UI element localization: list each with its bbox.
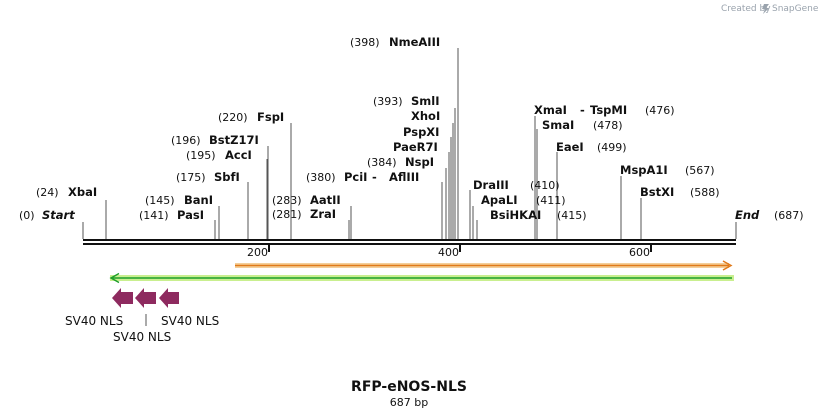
scale-ticks xyxy=(268,244,652,252)
site-pos-pasi: (141) xyxy=(139,209,169,222)
site-connector-lines xyxy=(82,48,737,239)
tick-label-600: 600 xyxy=(629,246,650,259)
sv40-nls-feature-3[interactable] xyxy=(159,288,179,308)
site-name-xbai[interactable]: XbaI xyxy=(68,185,97,199)
green-feature-arrow[interactable] xyxy=(109,272,734,284)
site-name-nmeaiii[interactable]: NmeAIII xyxy=(389,35,440,49)
site-name-nspi[interactable]: NspI xyxy=(405,155,434,169)
site-name-xhoi[interactable]: XhoI xyxy=(411,109,440,123)
nls-label-3: SV40 NLS xyxy=(161,314,219,328)
site-name-acci[interactable]: AccI xyxy=(225,148,252,162)
site-name-pcii[interactable]: PciI xyxy=(344,170,367,184)
site-name-mspa1i[interactable]: MspA1I xyxy=(620,163,668,177)
site-pos-bstz17i: (196) xyxy=(171,134,201,147)
site-name-smli[interactable]: SmlI xyxy=(411,94,440,108)
map-length: 687 bp xyxy=(390,396,428,409)
site-name-draiii[interactable]: DraIII xyxy=(473,178,509,192)
site-name-apali[interactable]: ApaLI xyxy=(481,193,518,207)
site-name-bani[interactable]: BanI xyxy=(184,193,213,207)
tick-label-400: 400 xyxy=(438,246,459,259)
site-name-aatii[interactable]: AatII xyxy=(310,193,341,207)
sv40-nls-feature-1[interactable] xyxy=(112,288,133,308)
site-pos-acci: (195) xyxy=(186,149,216,162)
site-name-pspxi[interactable]: PspXI xyxy=(403,125,439,139)
site-name-fspi[interactable]: FspI xyxy=(257,110,284,124)
site-name-afliii[interactable]: AflIII xyxy=(389,170,419,184)
orange-feature-arrow[interactable] xyxy=(235,260,733,271)
site-pos-fspi: (220) xyxy=(218,111,248,124)
site-name-dash-2: - xyxy=(580,103,585,117)
site-name-bsihkai[interactable]: BsiHKAI xyxy=(490,208,541,222)
dna-backbone xyxy=(83,239,736,245)
site-pos-bsihkai: (415) xyxy=(557,209,587,222)
site-pos-bani: (145) xyxy=(145,194,175,207)
site-name-zrai[interactable]: ZraI xyxy=(310,207,336,221)
map-title: RFP-eNOS-NLS xyxy=(351,379,467,395)
site-name-dash-1: - xyxy=(372,170,377,184)
site-pos-nspi: (384) xyxy=(367,156,397,169)
site-pos-mspa1i: (567) xyxy=(685,164,715,177)
start-label: Start xyxy=(42,208,75,222)
site-name-tspmi[interactable]: TspMI xyxy=(590,103,627,117)
credit-brand: SnapGene xyxy=(772,4,818,14)
site-pos-xmai: (476) xyxy=(645,104,675,117)
site-pos-smli: (393) xyxy=(373,95,403,108)
start-position: (0) xyxy=(19,209,35,222)
site-name-bstz17i[interactable]: BstZ17I xyxy=(209,133,259,147)
site-pos-pcii: (380) xyxy=(306,171,336,184)
site-pos-aatii: (283) xyxy=(272,194,302,207)
nls-label-2: SV40 NLS xyxy=(113,330,171,344)
site-pos-nmeaiii: (398) xyxy=(350,36,380,49)
site-pos-smai: (478) xyxy=(593,119,623,132)
end-label: End xyxy=(735,208,760,222)
site-name-smai[interactable]: SmaI xyxy=(542,118,574,132)
site-pos-zrai: (281) xyxy=(272,208,302,221)
site-name-pasi[interactable]: PasI xyxy=(177,208,204,222)
site-name-bstxi[interactable]: BstXI xyxy=(640,185,674,199)
snapgene-logo-icon xyxy=(762,4,769,14)
credit-text: Created by xyxy=(721,4,771,14)
tick-label-200: 200 xyxy=(247,246,268,259)
nls-label-1: SV40 NLS xyxy=(65,314,123,328)
site-name-xmai[interactable]: XmaI xyxy=(534,103,567,117)
site-pos-apali: (411) xyxy=(536,194,566,207)
sv40-nls-feature-2[interactable] xyxy=(135,288,156,308)
site-name-eaei[interactable]: EaeI xyxy=(556,140,584,154)
site-pos-eaei: (499) xyxy=(597,141,627,154)
site-name-paer7i[interactable]: PaeR7I xyxy=(393,140,438,154)
site-pos-draiii: (410) xyxy=(530,179,560,192)
end-position: (687) xyxy=(774,209,804,222)
site-pos-sbfi: (175) xyxy=(176,171,206,184)
site-name-sbfi[interactable]: SbfI xyxy=(214,170,240,184)
site-pos-xbai: (24) xyxy=(36,186,59,199)
site-pos-bstxi: (588) xyxy=(690,186,720,199)
